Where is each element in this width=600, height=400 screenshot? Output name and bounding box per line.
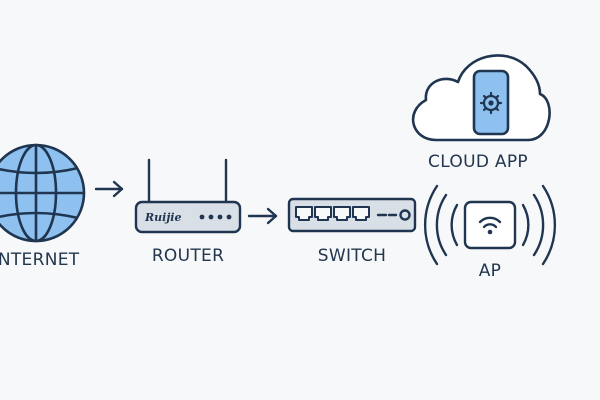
cloud-phone-icon — [411, 54, 551, 142]
arrow-right-icon — [247, 207, 278, 225]
ap-label: AP — [478, 261, 502, 281]
globe-icon — [0, 143, 86, 243]
wifi-access-point-icon — [423, 184, 557, 266]
arrow-right-icon — [94, 180, 124, 198]
switch-label: SWITCH — [317, 246, 387, 266]
router-label: ROUTER — [151, 246, 225, 266]
router-icon — [134, 158, 242, 234]
router-brand-logo: Ruijie — [144, 211, 181, 224]
internet-label: INTERNET — [0, 250, 80, 270]
cloud-app-label: CLOUD APP — [428, 152, 528, 172]
switch-icon — [287, 197, 417, 233]
